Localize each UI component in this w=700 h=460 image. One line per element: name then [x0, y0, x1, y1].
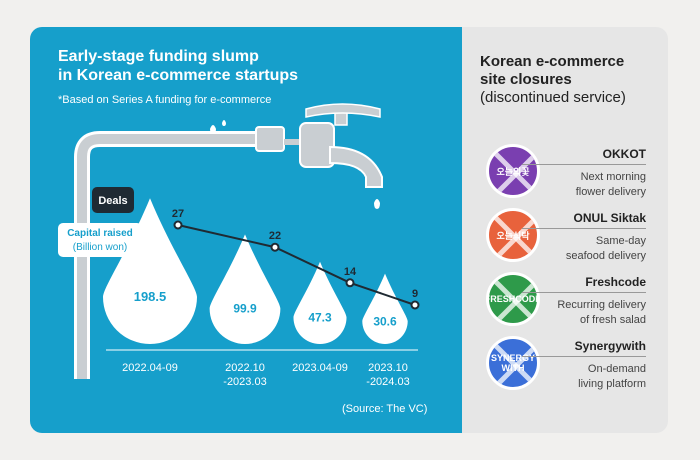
site-description: Same-day seafood delivery [536, 234, 646, 264]
site-description-line1: Recurring delivery [557, 299, 646, 311]
site-name: ONUL Siktak [573, 211, 646, 225]
closures-panel: Korean e-commerce site closures (discont… [462, 27, 668, 433]
closed-x-icon [491, 277, 537, 323]
site-description-line2: living platform [578, 378, 646, 390]
capital-value-label: 198.5 [134, 289, 167, 304]
site-description: Next morning flower delivery [536, 170, 646, 200]
deals-point [173, 220, 183, 230]
site-description-line1: On-demand [587, 363, 646, 375]
x-tick-label: 2023.10 [368, 362, 408, 374]
site-item: 오늘의꽃 OKKOT Next morning flower delivery [462, 144, 668, 208]
site-name: Synergywith [574, 339, 646, 353]
closed-x-icon [491, 149, 537, 195]
x-tick-label: 2022.04-09 [122, 362, 178, 374]
capital-legend: Capital raised (Billion won) [58, 223, 142, 257]
site-description: On-demand living platform [536, 362, 646, 392]
site-description: Recurring delivery of fresh salad [536, 298, 646, 328]
site-name: Freshcode [585, 275, 646, 289]
closed-x-icon [491, 341, 537, 387]
site-name: OKKOT [602, 147, 646, 161]
okkot-logo-icon: 오늘의꽃 [486, 144, 540, 198]
capital-legend-label: Capital raised [67, 228, 133, 239]
capital-legend-unit: (Billion won) [73, 242, 127, 253]
x-axis-labels: 2022.04-09 2022.10 -2023.03 2023.04-09 2023.… [122, 362, 410, 388]
freshcode-logo-icon: FRESHCODE [486, 272, 540, 326]
site-description-line2: seafood delivery [565, 250, 646, 262]
x-tick-label: 2022.10 [225, 362, 265, 374]
deals-value-label: 27 [172, 208, 184, 220]
deals-series: 27 22 14 9 [172, 208, 420, 310]
site-divider [522, 164, 646, 165]
closures-title-line3: (discontinued service) [480, 89, 626, 106]
site-description-line2: flower delivery [575, 186, 646, 198]
capital-drops: 198.5 99.9 47.3 30.6 [103, 198, 408, 344]
capital-drop [293, 261, 347, 344]
funding-chart-panel: Early-stage funding slump in Korean e-co… [30, 27, 462, 433]
deals-value-label: 14 [344, 266, 357, 278]
onul-siktak-logo-icon: 오늘식탁 [486, 208, 540, 262]
site-description-line1: Same-day [595, 235, 646, 247]
deals-value-label: 22 [269, 230, 281, 242]
closed-x-icon [491, 213, 537, 259]
deals-value-label: 9 [412, 288, 418, 300]
deals-legend: Deals [92, 187, 134, 213]
x-tick-label: -2024.03 [366, 376, 409, 388]
chart-subtitle: *Based on Series A funding for e-commerc… [58, 94, 272, 106]
chart-title-line1: Early-stage funding slump [58, 48, 259, 65]
deals-line [177, 224, 416, 306]
chart-title: Early-stage funding slump in Korean e-co… [58, 47, 298, 85]
synergywith-logo-icon: SYNERGY WITH [486, 336, 540, 390]
source-note: (Source: The VC) [342, 403, 428, 415]
faucet-illustration [74, 103, 383, 379]
site-divider [522, 292, 646, 293]
chart-title-line2: in Korean e-commerce startups [58, 67, 299, 84]
closures-title: Korean e-commerce site closures (discont… [480, 53, 626, 107]
capital-value-label: 47.3 [308, 310, 332, 324]
capital-value-label: 99.9 [233, 302, 257, 316]
x-tick-label: -2023.03 [223, 376, 266, 388]
site-description-line2: of fresh salad [579, 314, 646, 326]
x-tick-label: 2023.04-09 [292, 362, 348, 374]
capital-drop [103, 198, 197, 344]
deals-point [270, 242, 280, 252]
capital-value-label: 30.6 [373, 314, 397, 328]
closures-title-line1: Korean e-commerce [480, 53, 625, 70]
site-divider [522, 356, 646, 357]
closures-title-line2: site closures [480, 71, 572, 88]
site-description-line1: Next morning [580, 171, 646, 183]
capital-drop [362, 273, 408, 344]
capital-drop [209, 234, 281, 344]
deals-point [345, 278, 355, 288]
site-divider [522, 228, 646, 229]
deals-point [410, 300, 420, 310]
deals-legend-label: Deals [98, 195, 127, 207]
